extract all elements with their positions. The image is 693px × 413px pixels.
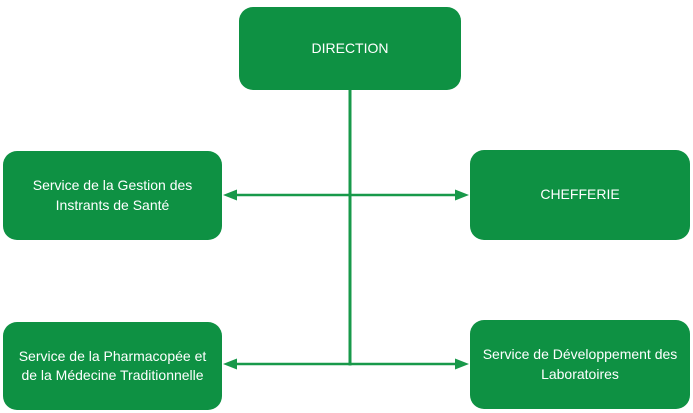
connector-arrowhead-bottom-right (455, 358, 469, 370)
node-service-pharmacopee-label: Service de la Pharmacopée et de la Médec… (18, 347, 207, 383)
node-chefferie[interactable]: CHEFFERIE (470, 150, 690, 240)
node-service-laboratoires[interactable]: Service de Développement des Laboratoire… (470, 320, 690, 409)
connector-arrowhead-mid-left (223, 189, 237, 201)
node-service-gestion-instrants-label: Service de la Gestion des Instrants de S… (32, 177, 193, 213)
node-chefferie-label: CHEFFERIE (540, 186, 620, 203)
connector-arrowhead-bottom-left (223, 358, 237, 370)
node-service-gestion-instrants[interactable]: Service de la Gestion des Instrants de S… (3, 151, 222, 240)
node-direction[interactable]: DIRECTION (239, 7, 461, 90)
node-service-laboratoires-label: Service de Développement des Laboratoire… (482, 346, 678, 382)
node-service-pharmacopee[interactable]: Service de la Pharmacopée et de la Médec… (3, 322, 222, 410)
connector-arrowhead-mid-right (455, 189, 469, 201)
node-direction-label: DIRECTION (311, 39, 389, 56)
